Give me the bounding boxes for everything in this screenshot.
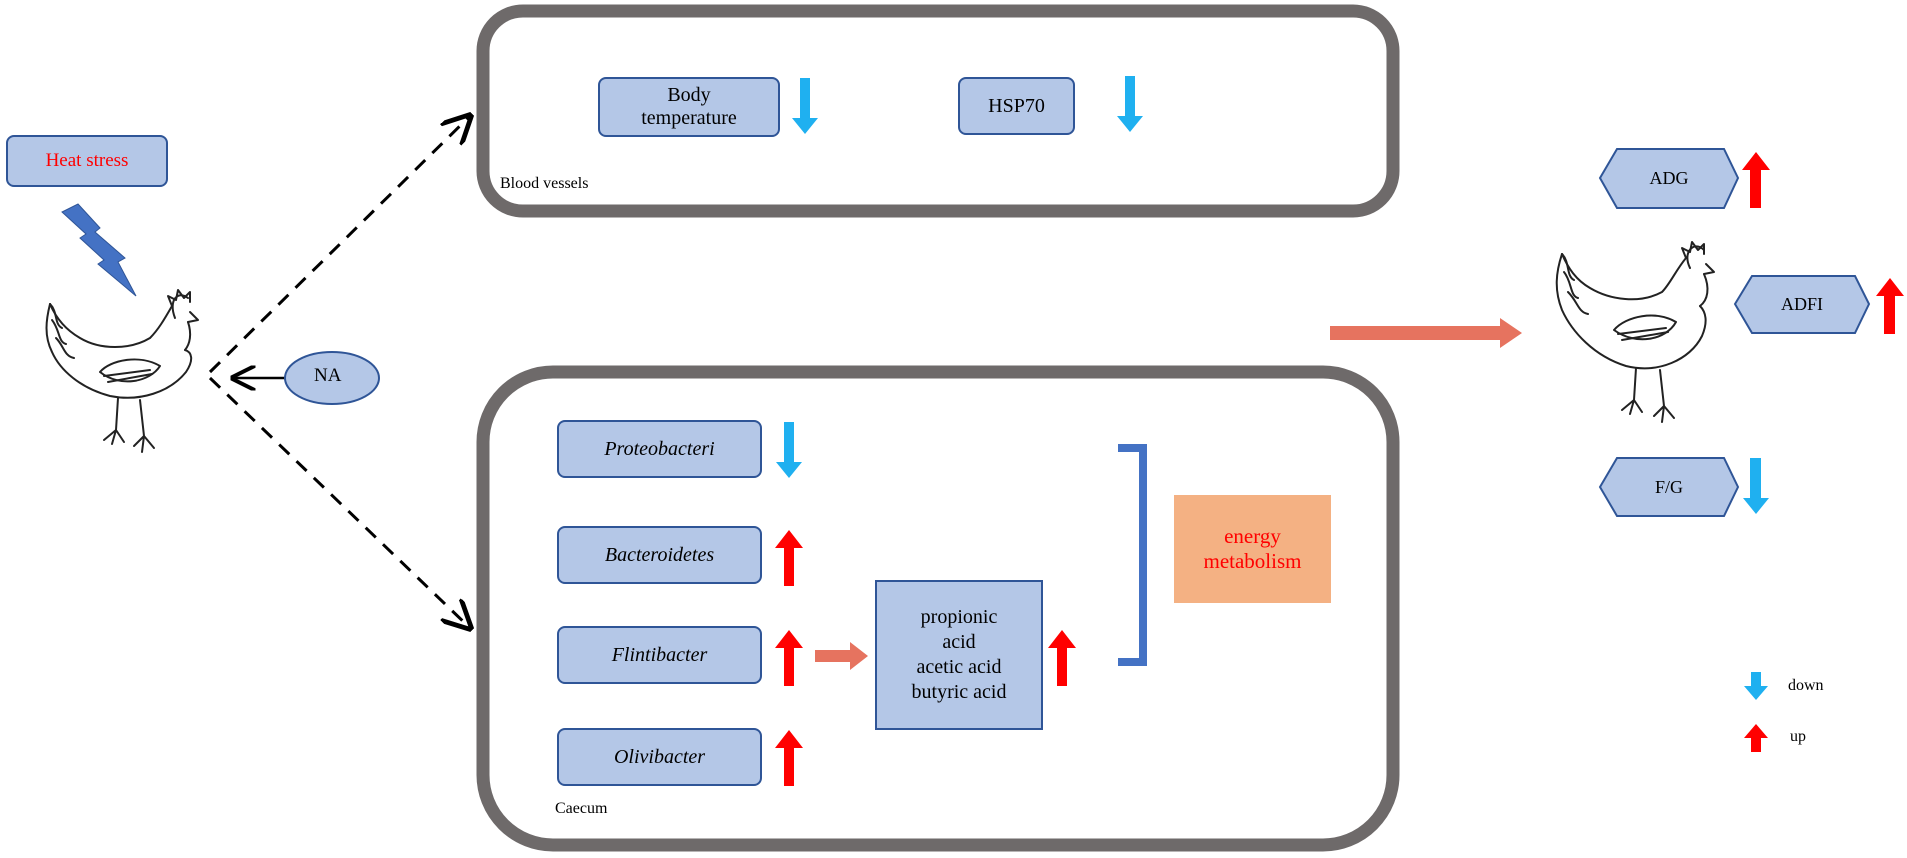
energy-metabolism-line: metabolism bbox=[1203, 549, 1302, 573]
up-arrow-icon bbox=[1048, 630, 1076, 686]
down-arrow-icon bbox=[776, 422, 802, 478]
legend-down-label: down bbox=[1788, 677, 1824, 694]
down-arrow-icon bbox=[1743, 458, 1769, 514]
down-arrow-icon bbox=[792, 78, 818, 134]
blood-vessels-panel bbox=[476, 4, 1400, 218]
blood-vessels-label: Blood vessels bbox=[500, 175, 589, 192]
up-arrow-icon bbox=[1742, 152, 1770, 208]
dashed-connector-bottom bbox=[208, 376, 470, 628]
bacteria-box-bacteroidetes: Bacteroidetes bbox=[557, 526, 762, 584]
chicken-icon-right bbox=[1555, 241, 1715, 423]
caecum-label: Caecum bbox=[555, 800, 608, 817]
na-label: NA bbox=[314, 365, 342, 386]
lightning-bolt-icon bbox=[61, 203, 137, 297]
bracket bbox=[1118, 444, 1147, 666]
flow-arrow-scfa bbox=[815, 642, 868, 670]
na-ellipse bbox=[284, 351, 380, 405]
body-temperature-box: Body temperature bbox=[598, 77, 780, 137]
scfa-line: acetic acid bbox=[916, 656, 1002, 678]
scfa-box: propionic acid acetic acid butyric acid bbox=[875, 580, 1043, 730]
adg-label: ADG bbox=[1649, 168, 1689, 188]
legend-up-arrow-icon bbox=[1744, 724, 1768, 752]
bacteria-box-olivibacter: Olivibacter bbox=[557, 728, 762, 786]
adfi-label: ADFI bbox=[1780, 294, 1823, 314]
hsp70-box: HSP70 bbox=[958, 77, 1075, 135]
up-arrow-icon bbox=[775, 730, 803, 786]
energy-metabolism-box: energy metabolism bbox=[1174, 495, 1331, 603]
heat-stress-box: Heat stress bbox=[6, 135, 168, 187]
bacteria-box-proteobacteri: Proteobacteri bbox=[557, 420, 762, 478]
bacteria-box-flintibacter: Flintibacter bbox=[557, 626, 762, 684]
scfa-line: acid bbox=[942, 631, 976, 653]
flow-arrow-performance bbox=[1330, 318, 1522, 348]
legend-down-arrow-icon bbox=[1744, 672, 1768, 700]
legend-up-label: up bbox=[1790, 728, 1806, 745]
fg-label: F/G bbox=[1654, 476, 1683, 497]
down-arrow-icon bbox=[1117, 76, 1143, 132]
fg-hexagon bbox=[1598, 457, 1740, 517]
up-arrow-icon bbox=[775, 530, 803, 586]
adg-hexagon bbox=[1598, 148, 1740, 209]
chicken-icon-left bbox=[45, 289, 199, 453]
scfa-line: propionic bbox=[920, 606, 998, 628]
up-arrow-icon bbox=[775, 630, 803, 686]
up-arrow-icon bbox=[1876, 278, 1904, 334]
scfa-line: butyric acid bbox=[911, 681, 1007, 703]
adfi-hexagon bbox=[1733, 275, 1871, 334]
energy-metabolism-line: energy bbox=[1224, 523, 1281, 548]
dashed-connector-top bbox=[208, 116, 470, 374]
